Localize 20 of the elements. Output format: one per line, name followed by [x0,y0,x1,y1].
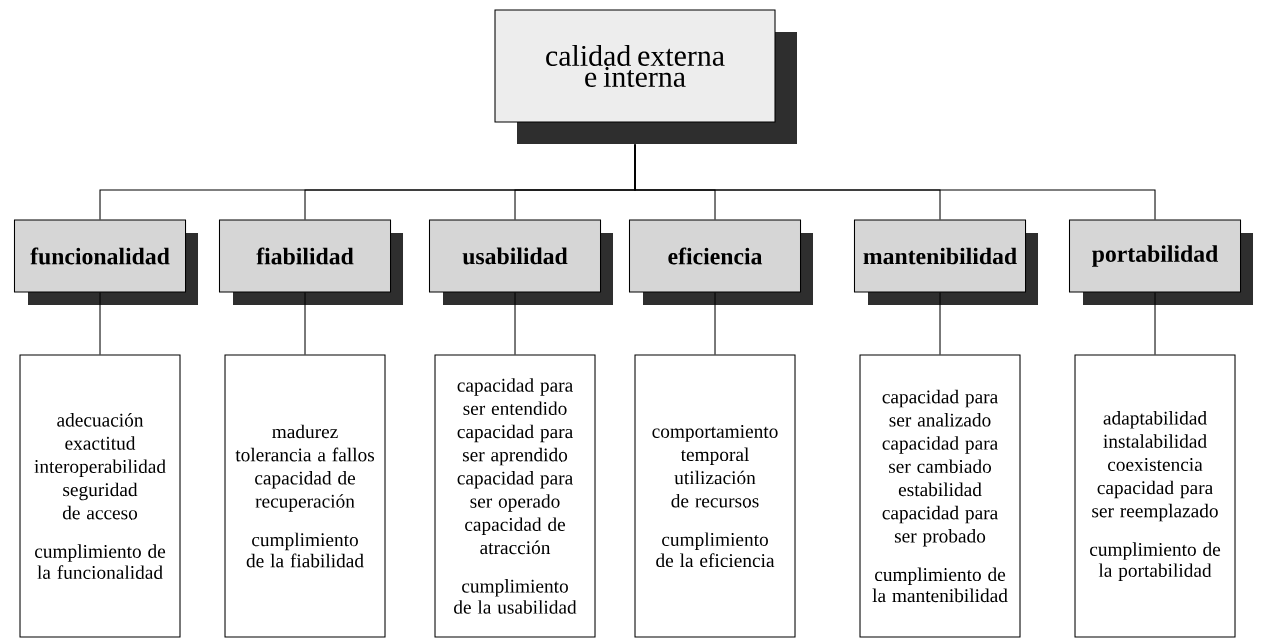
detail-box: capacidad para ser entendido capacidad para ser aprendido capacidad para ser operado capacidad de atracción cumplimiento de la usabilidad [434,354,596,638]
category-box: usabilidad [428,219,613,305]
detail-box: adaptabilidad instalabilidad coexistencia capacidad para ser reemplazado cumplimiento de la portabilidad [1074,354,1236,638]
connector-line [634,144,1156,220]
detail-box: capacidad para ser analizado capacidad para ser cambiado estabilidad capacidad para ser probado cumplimiento de la mantenibilidad [859,354,1021,638]
category-box: mantenibilidad [853,219,1038,305]
category-box: eficiencia [628,219,813,305]
detail-box: comportamiento temporal utilización de recursos cumplimiento de la eficiencia [634,354,796,638]
connector-line [1154,292,1156,355]
connector-line [99,292,101,355]
detail-box: adecuación exactitud interoperabilidad seguridad de acceso cumplimiento de la funcionalidad [19,354,181,638]
category-box: funcionalidad [13,219,198,305]
connector-line [939,292,941,355]
category-box: portabilidad [1068,219,1253,305]
root-box: calidad externa e interna [494,9,797,144]
connector-line [514,292,516,355]
detail-box: madurez tolerancia a fallos capacidad de recuperación cumplimiento de la fiabilidad [224,354,386,638]
connector-line [304,292,306,355]
connector-line [714,292,716,355]
category-box: fiabilidad [218,219,403,305]
